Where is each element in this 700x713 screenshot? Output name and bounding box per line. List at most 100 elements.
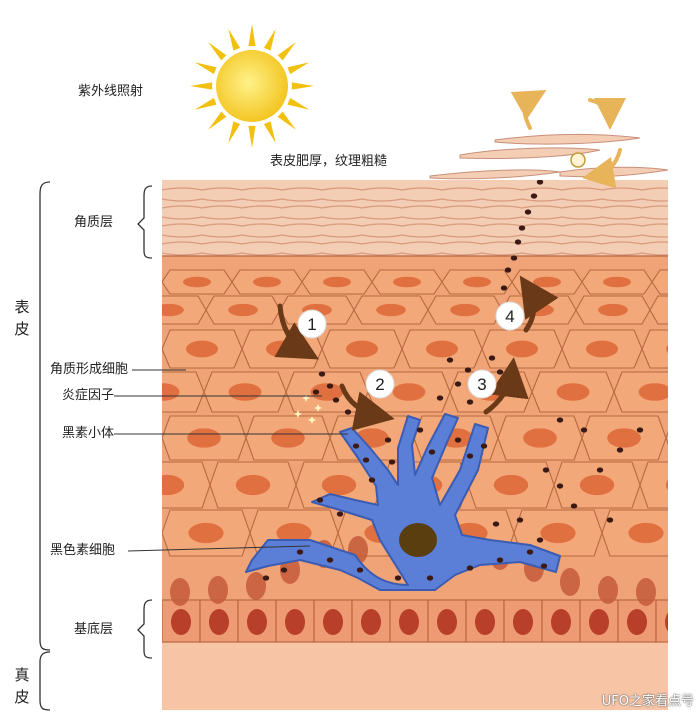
melanin-dot [529, 159, 535, 164]
dermis-label: 真皮 [14, 666, 30, 706]
melanin-dot [368, 477, 376, 483]
basal-bracket [137, 599, 153, 659]
melanin-dot [446, 357, 454, 363]
keratinocyte-nucleus [672, 304, 700, 316]
basal-nucleus [170, 578, 190, 606]
melanin-dot [526, 549, 534, 555]
step-4-marker: 4 [495, 301, 525, 331]
keratinocyte [639, 461, 668, 509]
keratinocyte [651, 269, 668, 295]
keratinocyte-nucleus [506, 340, 538, 358]
basal-cell [655, 599, 668, 643]
dermis-bracket [39, 651, 51, 711]
step-3-marker: 3 [467, 369, 497, 399]
step-4-number: 4 [505, 307, 514, 326]
keratinocyte-nucleus [186, 340, 218, 358]
keratinocyte-nucleus [638, 383, 668, 401]
keratinocyte [641, 329, 668, 369]
melanin-dot [454, 437, 462, 443]
shedding-flakes [429, 133, 669, 180]
melanin-dot [536, 537, 544, 543]
melanin-dot [496, 369, 504, 375]
keratinocyte-nucleus [228, 303, 258, 317]
melanin-dot [416, 427, 424, 433]
keratinocyte-nucleus [523, 428, 557, 448]
thickened-skin-label: 表皮肥厚，纹理粗糙 [270, 154, 388, 169]
sun-ray [208, 42, 227, 61]
keratinocyte-nucleus [426, 340, 458, 358]
sun-ray [287, 62, 310, 75]
basal-nucleus [670, 578, 690, 606]
melanin-dot [356, 567, 364, 573]
epidermis-label: 表皮 [14, 298, 30, 338]
corneum-line [162, 187, 668, 191]
melanocyte-nucleus [399, 523, 437, 557]
melanin-dot [426, 575, 434, 581]
sun-ray [263, 28, 276, 51]
corneum-line [162, 205, 668, 209]
inflammatory-factor-label: 炎症因子 [62, 388, 115, 403]
corneum-line [162, 198, 668, 202]
corneum-line [162, 252, 668, 256]
epidermis-bracket [39, 181, 51, 651]
melanin-dot [466, 399, 474, 405]
melanin-dot [580, 427, 588, 433]
melanin-dot [596, 467, 604, 473]
sun-ray [277, 111, 296, 130]
keratinocyte-nucleus [346, 340, 378, 358]
melanin-dot [540, 563, 548, 569]
keratinocyte-nucleus [628, 522, 664, 544]
basal-nucleus [285, 609, 305, 635]
keratinocyte [665, 430, 668, 446]
keratinocyte-nucleus [188, 522, 224, 544]
corneum-line [162, 216, 668, 220]
sun-ray [208, 111, 227, 130]
melanin-dot [480, 443, 488, 449]
keratinocyte-nucleus [228, 383, 262, 401]
corneum-bracket [137, 185, 153, 259]
melanin-dot [542, 115, 548, 120]
corneum-line [162, 241, 668, 245]
keratinocyte-nucleus [276, 522, 312, 544]
keratinocyte-nucleus [162, 383, 180, 401]
keratinocyte-nucleus [540, 522, 576, 544]
sun-ray [291, 82, 314, 90]
melanin-dot [606, 517, 614, 523]
keratinocyte [162, 295, 207, 325]
keratinocyte-nucleus [162, 474, 185, 496]
keratinocyte-nucleus [321, 474, 357, 496]
melanin-dot [518, 225, 526, 231]
keratinocyte-nucleus [187, 428, 221, 448]
melanosome-label: 黑素小体 [62, 426, 115, 441]
melanin-dot [466, 565, 474, 571]
inflammatory-factor-mark [308, 416, 316, 424]
basal-nucleus [513, 609, 533, 635]
keratinocyte-nucleus [691, 428, 700, 447]
melanin-dot [516, 517, 524, 523]
basal-nucleus [209, 609, 229, 635]
melanin-dot [556, 483, 564, 489]
keratinocyte-nucleus [556, 383, 590, 401]
basal-nucleus [475, 609, 495, 635]
keratinocyte-nucleus [392, 383, 426, 401]
watermark: UFO之家看点号 [601, 694, 694, 709]
melanin-dot [344, 409, 352, 415]
keratinocyte-nucleus [162, 303, 184, 317]
sun-ray [248, 24, 256, 47]
melanin-dot [336, 511, 344, 517]
step-markers: 1 2 3 4 [297, 301, 525, 399]
basal-nucleus [246, 572, 266, 600]
melanin-dot [492, 521, 500, 527]
basal-nucleus [208, 576, 228, 604]
melanin-dot [570, 503, 578, 509]
melanocyte-label: 黑色素细胞 [50, 543, 116, 558]
melanin-dot [262, 575, 270, 581]
step-3-number: 3 [477, 375, 486, 394]
melanin-dot [530, 193, 538, 199]
corneum-line [162, 234, 668, 238]
sun-ray [248, 125, 256, 148]
melanin-dot [326, 383, 334, 389]
melanin-dot [428, 449, 436, 455]
keratinocyte-nucleus [579, 474, 615, 496]
keratinocyte-nucleus [603, 276, 631, 288]
